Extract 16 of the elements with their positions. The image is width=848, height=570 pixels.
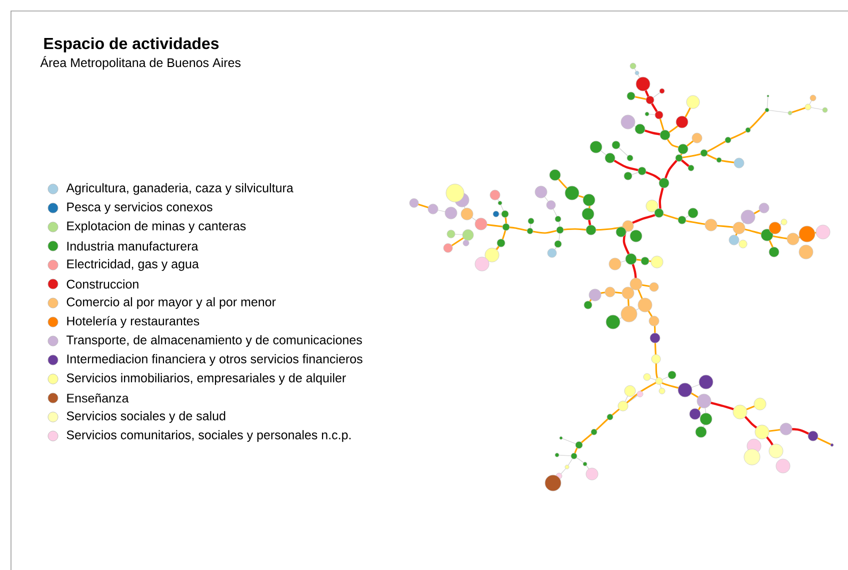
legend-label: Construccion <box>66 279 138 289</box>
legend-label: Servicios sociales y de salud <box>66 411 226 423</box>
legend-label: Servicios comunitarios, sociales y personales n.c.p. <box>66 430 351 442</box>
legend-label: Transporte, de almacenamiento y de comunicaciones <box>66 335 362 347</box>
legend-label: Enseñanza <box>67 393 129 403</box>
legend-label: Intermediacion financiera y otros servicios financieros <box>67 354 362 366</box>
title: Espacio de actividades <box>44 37 219 52</box>
legend-label: Pesca y servicios conexos <box>67 202 212 214</box>
legend-label: Electricidad, gas y agua <box>67 259 199 271</box>
legend-label: Comercio al por mayor y al por menor <box>66 297 276 309</box>
legend-label: Servicios inmobiliarios, empresariales y de alquiler <box>66 373 346 385</box>
legend-label: Agricultura, ganaderia, caza y silvicultura <box>66 183 294 195</box>
legend-label: Hotelería y restaurantes <box>67 316 200 328</box>
legend-label: Explotacion de minas y canteras <box>67 221 246 233</box>
legend-label: Industria manufacturera <box>67 241 198 251</box>
subtitle: Área Metropolitana de Buenos Aires <box>40 56 241 70</box>
